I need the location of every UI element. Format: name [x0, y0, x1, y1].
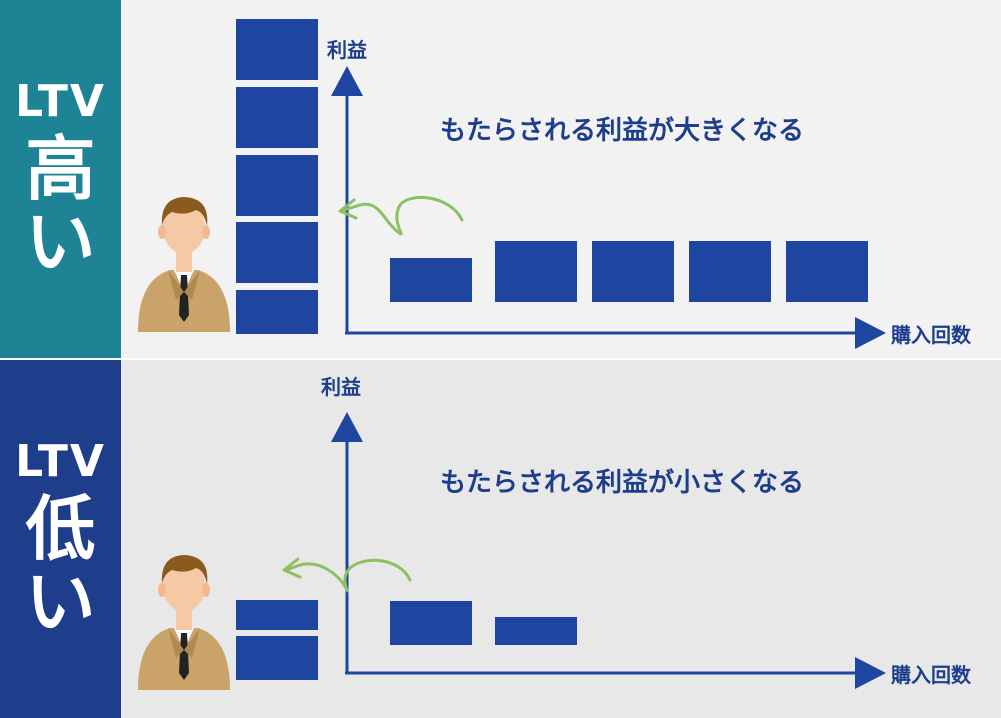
stack-block-3 [236, 155, 318, 216]
purchase-bar-1 [390, 258, 472, 302]
low-ltv-label-kanji-1: 低 [25, 487, 96, 570]
y-axis-arrow [331, 412, 363, 442]
stack-block-2 [236, 222, 318, 283]
stack-block-5 [236, 19, 318, 80]
low-message: もたらされる利益が小さくなる [440, 467, 804, 498]
purchase-bar-1 [390, 601, 472, 645]
curved-arrow-icon [338, 195, 464, 236]
low-x-axis-label: 購入回数 [891, 663, 972, 687]
businessman-icon [138, 555, 230, 690]
high-axes [331, 66, 886, 349]
purchase-bar-3 [592, 241, 674, 302]
high-x-axis-label: 購入回数 [891, 323, 972, 347]
accumulated-profit-stack [236, 600, 318, 680]
accumulated-profit-stack [236, 19, 318, 334]
stack-block-2 [236, 600, 318, 630]
low-y-axis-label: 利益 [321, 375, 361, 399]
high-ltv-label-kanji-1: 高 [25, 127, 96, 210]
y-axis-arrow [331, 66, 363, 96]
low-ltv-label-ltv: LTV [15, 436, 106, 488]
low-ltv-label: LTV 低 い [0, 360, 121, 718]
high-ltv-chart: 利益 購入回数 もたらされる利益が大きくなる [138, 19, 972, 349]
high-ltv-panel: LTV 高 い [0, 0, 1001, 358]
purchase-bars [390, 601, 577, 645]
high-ltv-label-kanji-2: い [25, 201, 96, 284]
stack-block-1 [236, 636, 318, 680]
x-axis-arrow [855, 317, 886, 349]
high-message: もたらされる利益が大きくなる [440, 115, 804, 146]
low-axes [331, 412, 886, 689]
stack-block-1 [236, 290, 318, 334]
purchase-bar-5 [786, 241, 868, 302]
curved-arrow-icon [282, 557, 412, 593]
high-y-axis-label: 利益 [327, 38, 367, 62]
high-ltv-label-ltv: LTV [15, 76, 106, 128]
purchase-bars [390, 241, 868, 302]
businessman-icon [138, 197, 230, 332]
stack-block-4 [236, 87, 318, 148]
low-ltv-label-kanji-2: い [25, 561, 96, 644]
low-ltv-chart: 利益 購入回数 もたらされる利益が小さくなる [138, 375, 972, 690]
purchase-bar-2 [495, 617, 577, 645]
high-ltv-label: LTV 高 い [0, 0, 121, 358]
x-axis-arrow [855, 657, 886, 689]
low-ltv-panel: LTV 低 い [0, 360, 1001, 718]
purchase-bar-2 [495, 241, 577, 302]
purchase-bar-4 [689, 241, 771, 302]
